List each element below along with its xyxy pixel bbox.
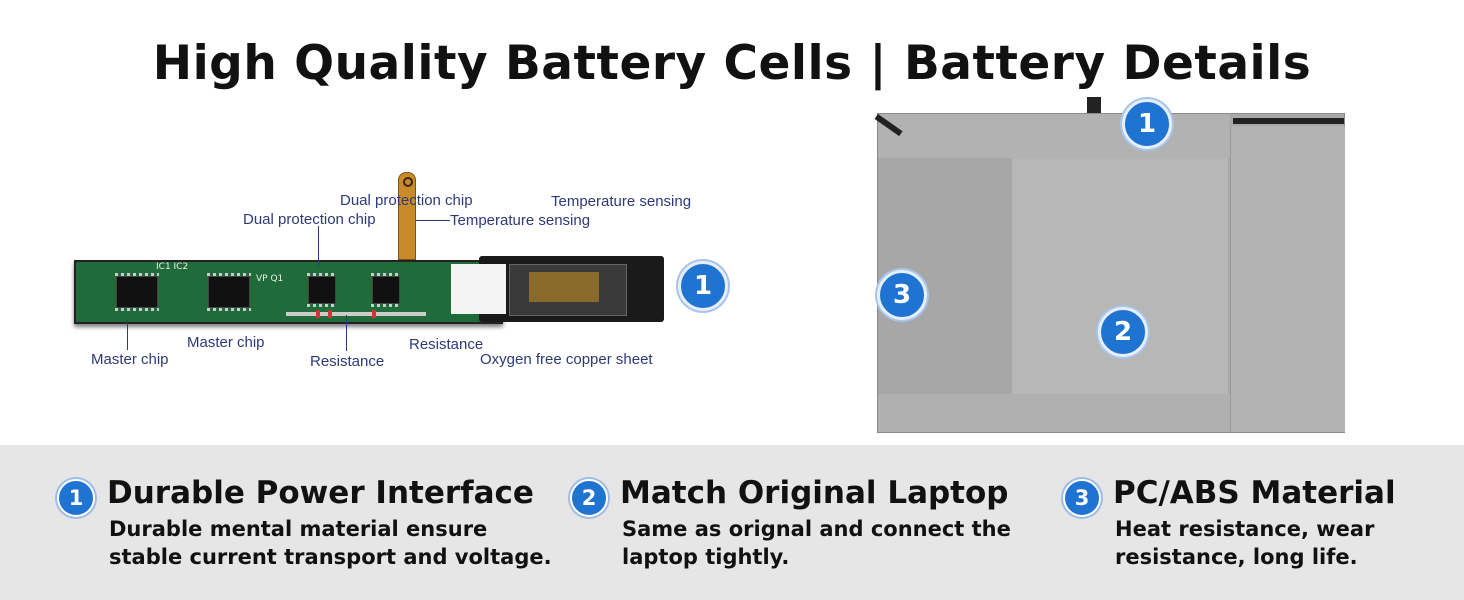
label-temperature-sensing-top: Temperature sensing	[551, 193, 692, 210]
battery-top-panel	[878, 114, 1230, 158]
resistor-band	[328, 310, 332, 318]
feature-title: PC/ABS Material	[1113, 475, 1396, 511]
resistor-band	[372, 310, 376, 318]
badge-2-battery: 2	[1098, 307, 1148, 357]
leader-line	[318, 226, 319, 266]
feature-number-badge: 2	[570, 479, 608, 517]
battery-center-cell	[1012, 158, 1228, 394]
top-edge-trim	[1233, 118, 1344, 124]
label-dual-protection-chip: Dual protection chip	[243, 211, 376, 228]
silk-vp-label: VP Q1	[256, 274, 284, 284]
connector-insulator	[451, 264, 506, 314]
label-oxygen-free-copper-sheet: Oxygen free copper sheet	[480, 351, 653, 368]
battery-connector-tab	[1087, 97, 1101, 115]
label-master-chip-left: Master chip	[91, 351, 169, 368]
power-connector	[451, 256, 664, 322]
feature-description-line: Durable mental material ensure	[109, 517, 488, 541]
master-chip-2	[207, 273, 251, 311]
leader-line	[346, 315, 347, 351]
copper-sheet	[529, 272, 599, 302]
feature-title: Durable Power Interface	[107, 475, 534, 511]
feature-description-line: Same as orignal and connect the	[622, 517, 1011, 541]
feature-number-badge: 1	[57, 479, 95, 517]
badge-3-battery: 3	[877, 270, 927, 320]
feature-description-line: stable current transport and voltage.	[109, 545, 552, 569]
master-chip-1	[115, 273, 159, 311]
resistor-band	[316, 310, 320, 318]
feature-description-line: resistance, long life.	[1115, 545, 1358, 569]
leader-line	[416, 220, 450, 221]
feature-title: Match Original Laptop	[620, 475, 1009, 511]
protection-chip-1	[307, 273, 337, 307]
label-resistance: Resistance	[409, 336, 484, 353]
battery-bottom-panel	[878, 394, 1230, 432]
features-band: 1 Durable Power Interface Durable mental…	[0, 445, 1464, 600]
feature-description-line: Heat resistance, wear	[1115, 517, 1375, 541]
badge-1-battery: 1	[1122, 99, 1172, 149]
battery-right-cell	[1230, 126, 1345, 432]
temperature-sensor-flex	[398, 172, 416, 260]
feature-number-badge: 3	[1063, 479, 1101, 517]
feature-description: Durable mental material ensure stable cu…	[109, 515, 552, 571]
feature-description: Heat resistance, wear resistance, long l…	[1115, 515, 1374, 571]
label-resistance-left: Resistance	[310, 353, 385, 370]
label-dual-protection-chip-top: Dual protection chip	[340, 192, 473, 209]
feature-description: Same as orignal and connect the laptop t…	[622, 515, 1011, 571]
battery-pack	[874, 113, 1345, 433]
silk-ic-label: IC1 IC2	[156, 262, 189, 272]
leader-line	[127, 320, 128, 350]
badge-1-interface: 1	[678, 261, 728, 311]
pcb-board: IC1 IC2 VP Q1	[74, 260, 503, 324]
protection-chip-2	[371, 273, 401, 307]
page-title: High Quality Battery Cells | Battery Det…	[152, 36, 1312, 91]
label-master-chip: Master chip	[187, 334, 265, 351]
feature-description-line: laptop tightly.	[622, 545, 790, 569]
label-temperature-sensing: Temperature sensing	[450, 212, 591, 229]
pcb-assembly: IC1 IC2 VP Q1	[74, 256, 664, 324]
resistance-wire	[286, 312, 426, 316]
